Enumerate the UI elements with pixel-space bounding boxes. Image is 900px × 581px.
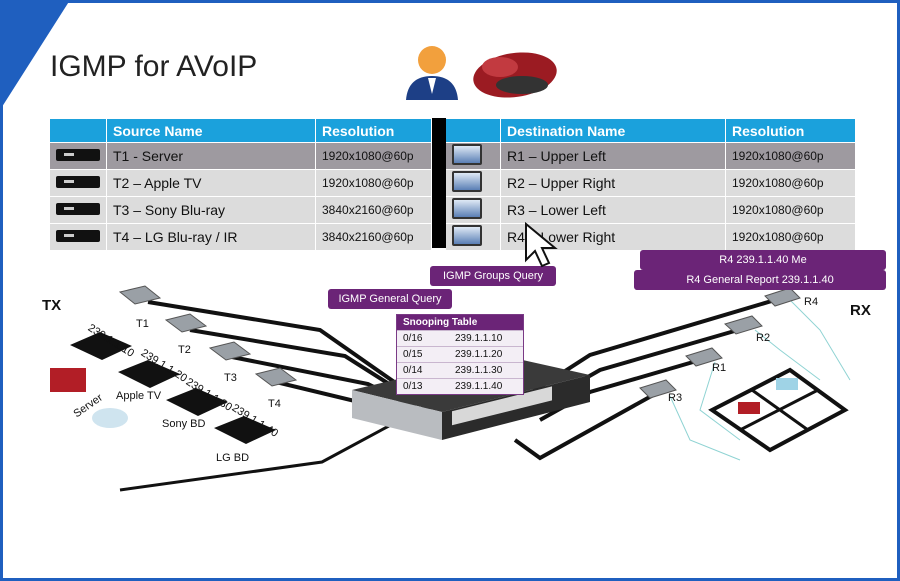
monitor-icon [452, 198, 482, 219]
transmitter-icon [56, 176, 100, 188]
r4-report-callout: R4 General Report 239.1.1.40 [634, 270, 886, 290]
receiver-label: R2 [756, 332, 771, 344]
destination-name: R3 – Lower Left [500, 196, 726, 224]
destination-resolution: 1920x1080@60p [725, 169, 856, 197]
source-resolution-header: Resolution [315, 119, 432, 143]
igmp-groups-query-callout: IGMP Groups Query [430, 266, 556, 286]
transmitter-label: T1 [136, 318, 149, 330]
video-wall [708, 367, 849, 453]
destination-resolution-header: Resolution [725, 119, 856, 143]
table-row[interactable]: T2 – Apple TV 1920x1080@60p [50, 169, 432, 197]
table-row[interactable]: T3 – Sony Blu-ray 3840x2160@60p [50, 196, 432, 224]
apple-tv-screen [92, 408, 128, 428]
source-name: T2 – Apple TV [106, 169, 316, 197]
table-row[interactable]: R3 – Lower Left 1920x1080@60p [446, 196, 856, 224]
table-row[interactable]: R4 – Lower Right 1920x1080@60p [446, 223, 856, 251]
source-label: LG BD [216, 452, 250, 464]
source-resolution: 1920x1080@60p [315, 142, 432, 170]
source-resolution: 1920x1080@60p [315, 169, 432, 197]
icon-header [50, 119, 107, 143]
source-resolution: 3840x2160@60p [315, 223, 432, 251]
igmp-general-query-callout: IGMP General Query [328, 289, 452, 309]
monitor-icon [452, 225, 482, 246]
transmitter-icon [56, 203, 100, 215]
snooping-table-title: Snooping Table [397, 315, 523, 330]
destination-name: R1 – Upper Left [500, 142, 726, 170]
tx-boxes [118, 285, 298, 387]
source-name: T1 - Server [106, 142, 316, 170]
receiver-label: R4 [804, 296, 819, 308]
rx-label: RX [850, 302, 871, 319]
monitor-icon [452, 144, 482, 165]
r4-membership-callout: R4 239.1.1.40 Me [640, 250, 886, 270]
source-name: T4 – LG Blu-ray / IR [106, 223, 316, 251]
source-name-header: Source Name [106, 119, 316, 143]
icon-header [446, 119, 501, 143]
table-row[interactable]: T1 - Server 1920x1080@60p [50, 142, 432, 170]
sources-table: Source Name Resolution T1 - Server 1920x… [50, 119, 432, 251]
destination-resolution: 1920x1080@60p [725, 142, 856, 170]
transmitter-label: T4 [268, 398, 281, 410]
transmitter-label: T2 [178, 344, 191, 356]
source-label: Apple TV [116, 390, 162, 402]
user-icon [406, 46, 458, 100]
hdmi-cables [669, 299, 851, 461]
table-row[interactable]: R2 – Upper Right 1920x1080@60p [446, 169, 856, 197]
monitor-icon [452, 171, 482, 192]
destination-resolution: 1920x1080@60p [725, 223, 856, 251]
transmitter-icon [56, 230, 100, 242]
receiver-label: R1 [712, 362, 727, 374]
table-row[interactable]: R1 – Upper Left 1920x1080@60p [446, 142, 856, 170]
server-screen [50, 368, 86, 392]
slide-title: IGMP for AVoIP [50, 50, 258, 83]
mouse-icon [473, 52, 557, 98]
tx-label: TX [42, 297, 62, 314]
destination-name: R2 – Upper Right [500, 169, 726, 197]
transmitter-label: T3 [224, 372, 237, 384]
transmitter-icon [56, 149, 100, 161]
destinations-table: Destination Name Resolution R1 – Upper L… [446, 119, 856, 251]
destination-resolution: 1920x1080@60p [725, 196, 856, 224]
source-name: T3 – Sony Blu-ray [106, 196, 316, 224]
table-divider [432, 118, 446, 248]
source-resolution: 3840x2160@60p [315, 196, 432, 224]
corner-accent [0, 0, 70, 110]
receiver-label: R3 [668, 392, 683, 404]
mouse-pointer-icon [525, 222, 558, 268]
source-players [70, 332, 276, 444]
rx-boxes [639, 287, 801, 399]
source-label: Sony BD [162, 418, 206, 430]
table-row[interactable]: T4 – LG Blu-ray / IR 3840x2160@60p [50, 223, 432, 251]
destination-name-header: Destination Name [500, 119, 726, 143]
